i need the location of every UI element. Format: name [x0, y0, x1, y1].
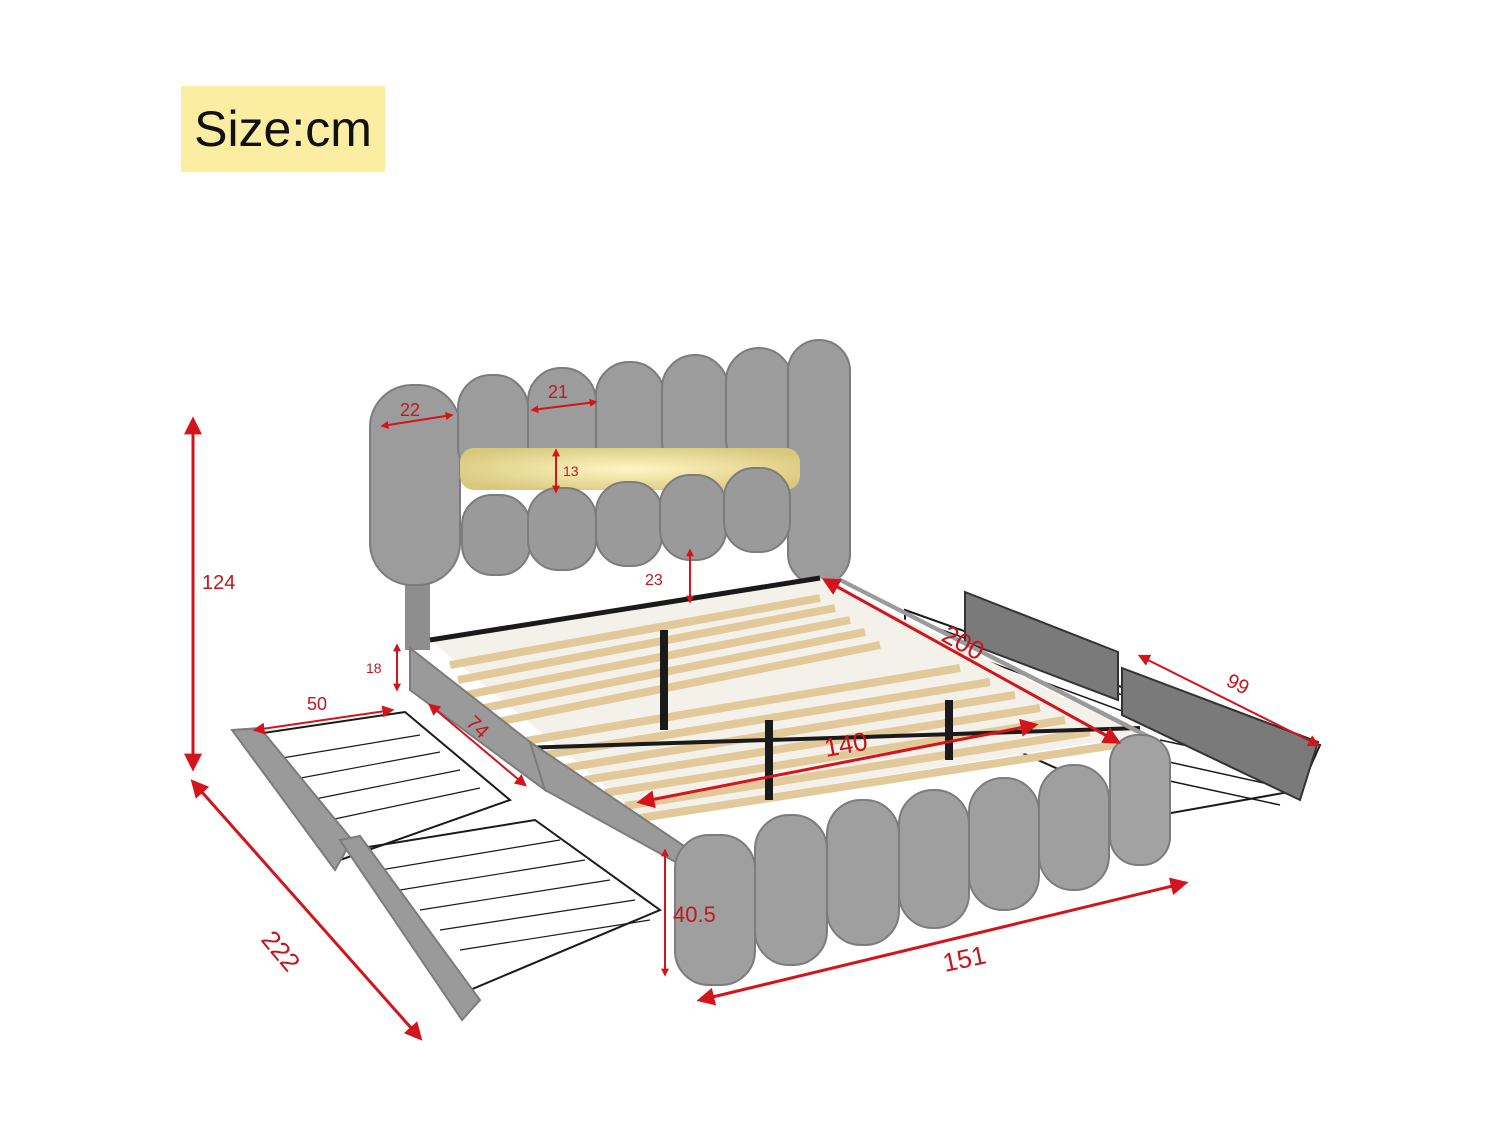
drawer-pair-label: 99 — [1223, 670, 1253, 700]
mattress-length-arrow — [821, 578, 1122, 744]
dimension-arrows — [184, 398, 1321, 1041]
overall-length-label: 222 — [255, 925, 306, 978]
headboard — [369, 339, 851, 650]
headboard-inner-segment-label: 21 — [548, 382, 568, 402]
drawer-width-arrow — [252, 705, 395, 735]
unit-label: Size:cm — [194, 101, 372, 157]
overall-width-label: 151 — [940, 940, 989, 978]
length-arrow — [190, 779, 423, 1041]
drawer-width-label: 50 — [307, 694, 327, 714]
drawer-pair-arrow — [1137, 654, 1321, 747]
headboard-gap-label: 23 — [645, 572, 663, 589]
inner-segment-arrow — [530, 398, 598, 414]
headboard-segment-label: 22 — [400, 400, 420, 420]
side-rail-label: 18 — [366, 660, 382, 676]
unit-label-badge: Size:cm — [181, 86, 385, 172]
width-arrow — [696, 877, 1189, 1006]
light-strip-label: 13 — [563, 463, 579, 479]
overall-height-label: 124 — [202, 572, 235, 594]
mattress-width-label: 140 — [822, 726, 870, 763]
segment-arrow — [380, 412, 454, 429]
drawer-length-arrow — [428, 703, 527, 787]
footboard-height-label: 40.5 — [673, 902, 716, 927]
